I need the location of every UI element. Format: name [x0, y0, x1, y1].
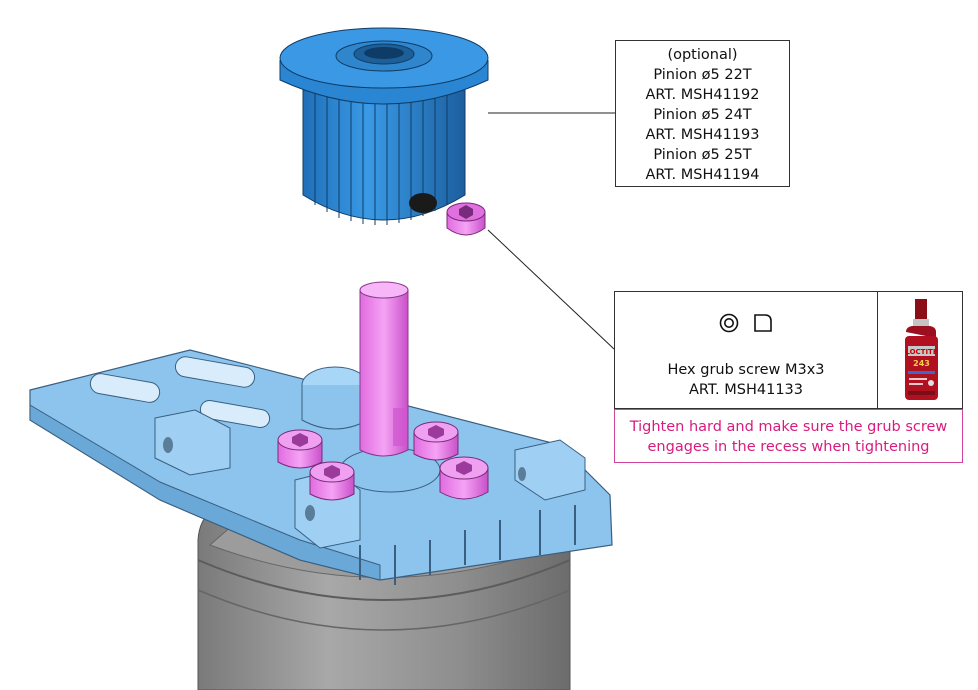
tightening-instruction: Tighten hard and make sure the grub scre…: [614, 409, 963, 463]
screw-callout: Hex grub screw M3x3 ART. MSH41133 LOCTIT…: [614, 291, 963, 409]
hex-socket-drive-icon: [719, 313, 739, 333]
pinion-24t-article: ART. MSH41193: [645, 127, 760, 143]
bottle-number: 243: [913, 359, 930, 368]
threadlocker-cell: LOCTITE 243: [878, 292, 962, 408]
pinion-25t-label: Pinion ø5 25T: [653, 147, 752, 163]
pinion-25t-article: ART. MSH41194: [645, 167, 760, 183]
screw-name: Hex grub screw M3x3: [667, 362, 825, 378]
motor-shaft: [359, 281, 409, 457]
threadlocker-bottle-image: LOCTITE 243: [905, 299, 938, 400]
screw-article: ART. MSH41133: [688, 382, 804, 398]
instruction-line-1: Tighten hard and make sure the grub scre…: [629, 419, 948, 435]
pinion-22t-article: ART. MSH41192: [645, 87, 760, 103]
flat-point-grub-screw-icon: [754, 314, 772, 332]
screw-icons: [615, 312, 877, 336]
pinion-24t-label: Pinion ø5 24T: [653, 107, 752, 123]
grub-screw: [446, 202, 486, 236]
screw-info-cell: Hex grub screw M3x3 ART. MSH41133: [615, 292, 878, 408]
bracket-screws: [277, 421, 489, 501]
pinion-22t-label: Pinion ø5 22T: [653, 67, 752, 83]
pinion-optional-label: (optional): [667, 47, 738, 63]
pinion-callout: (optional) Pinion ø5 22T ART. MSH41192 P…: [615, 40, 790, 187]
pinion-gear: [279, 27, 489, 225]
bottle-brand: LOCTITE: [905, 348, 937, 356]
instruction-line-2: engages in the recess when tightening: [647, 439, 930, 455]
screw-leader-line: [487, 229, 615, 350]
